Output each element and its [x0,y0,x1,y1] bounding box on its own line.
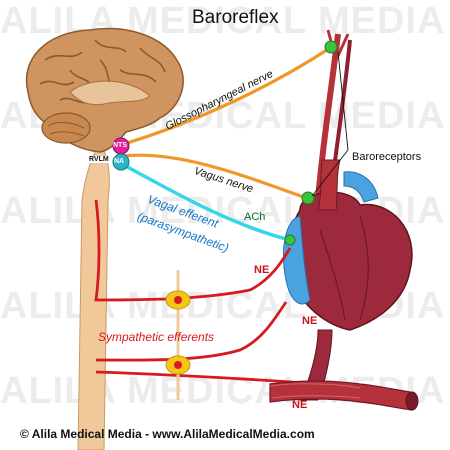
sympathetic-efferent-path [94,199,292,302]
vagal-efferent-path [121,162,291,242]
ne-label-heart-upper: NE [254,264,270,276]
baroreceptor-carotid [324,40,338,54]
diagram-title: Baroreflex [192,7,279,28]
baroreceptor-leader [311,51,349,197]
brain [25,27,184,153]
copyright-footer: © Alila Medical Media - www.AlilaMedical… [20,427,315,441]
nts-label: NTS [113,142,127,149]
ne-label-heart-lower: NE [302,315,318,327]
glossopharyngeal-nerve-path [123,46,331,146]
ne-label-vessel: NE [292,399,308,411]
ach-receptor [284,234,296,246]
heart [283,159,413,401]
ach-label: ACh [244,211,266,223]
sympathetic-efferent-path [95,301,288,362]
sympathetic-label: Sympathetic efferents [98,330,215,344]
baroreceptors-label: Baroreceptors [352,151,422,163]
vagus-nerve-path [123,153,307,200]
baroreceptor-aortic [301,191,315,205]
na-node [112,153,130,171]
rvlm-label: RVLM [88,156,110,163]
blood-vessel [269,380,419,411]
na-label: NA [114,158,125,165]
